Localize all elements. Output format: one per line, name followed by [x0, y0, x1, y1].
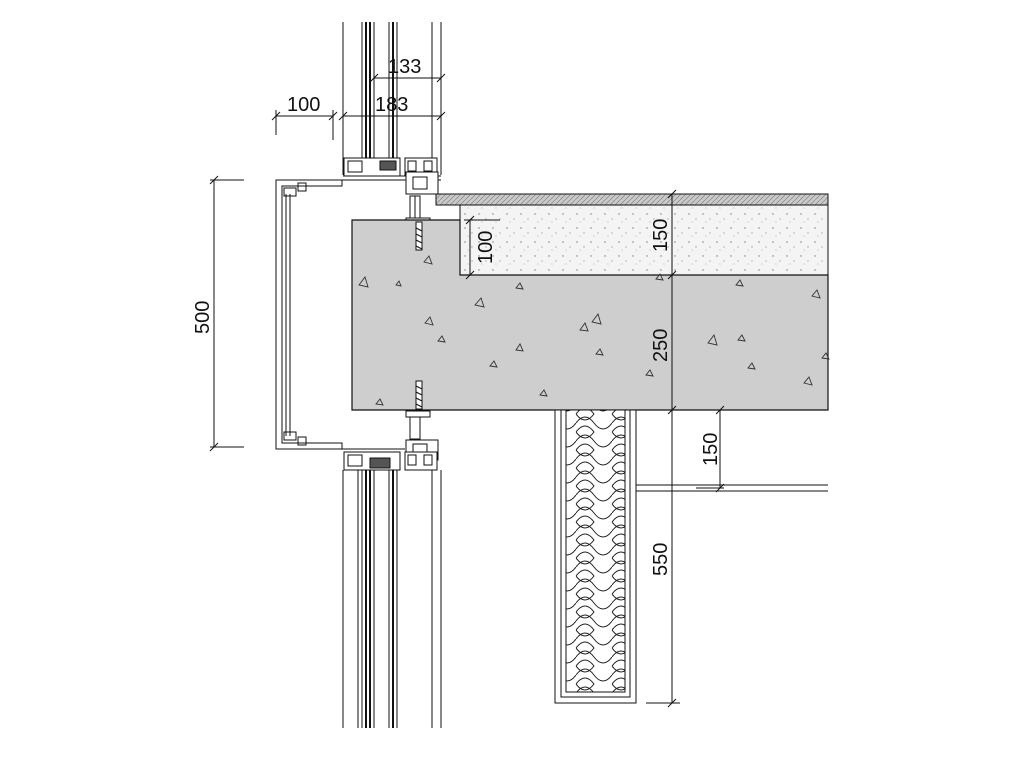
dim-slab-250: 250 [650, 329, 672, 362]
floor-finish-layer [435, 193, 829, 206]
dim-top-183: 183 [375, 94, 408, 116]
dim-wall-550: 550 [650, 543, 672, 576]
lower-glazing-unit [342, 451, 442, 728]
dim-recess-100: 100 [475, 231, 497, 264]
top-anchor-bracket [405, 171, 439, 225]
insulated-wall [554, 409, 637, 704]
dim-left-500: 500 [192, 301, 214, 334]
concrete-aggregate-marks [358, 255, 830, 406]
spandrel-panel [275, 179, 405, 450]
dimension-lines [209, 73, 725, 708]
dim-ceiling-150: 150 [700, 433, 722, 466]
dim-top-133: 133 [388, 56, 421, 78]
suspended-ceiling-line [636, 484, 828, 492]
dim-top-100: 100 [287, 94, 320, 116]
concrete-slab [351, 219, 829, 411]
dim-screed-150: 150 [650, 219, 672, 252]
anchor-bolts [415, 221, 423, 410]
screed-layer [459, 204, 829, 276]
